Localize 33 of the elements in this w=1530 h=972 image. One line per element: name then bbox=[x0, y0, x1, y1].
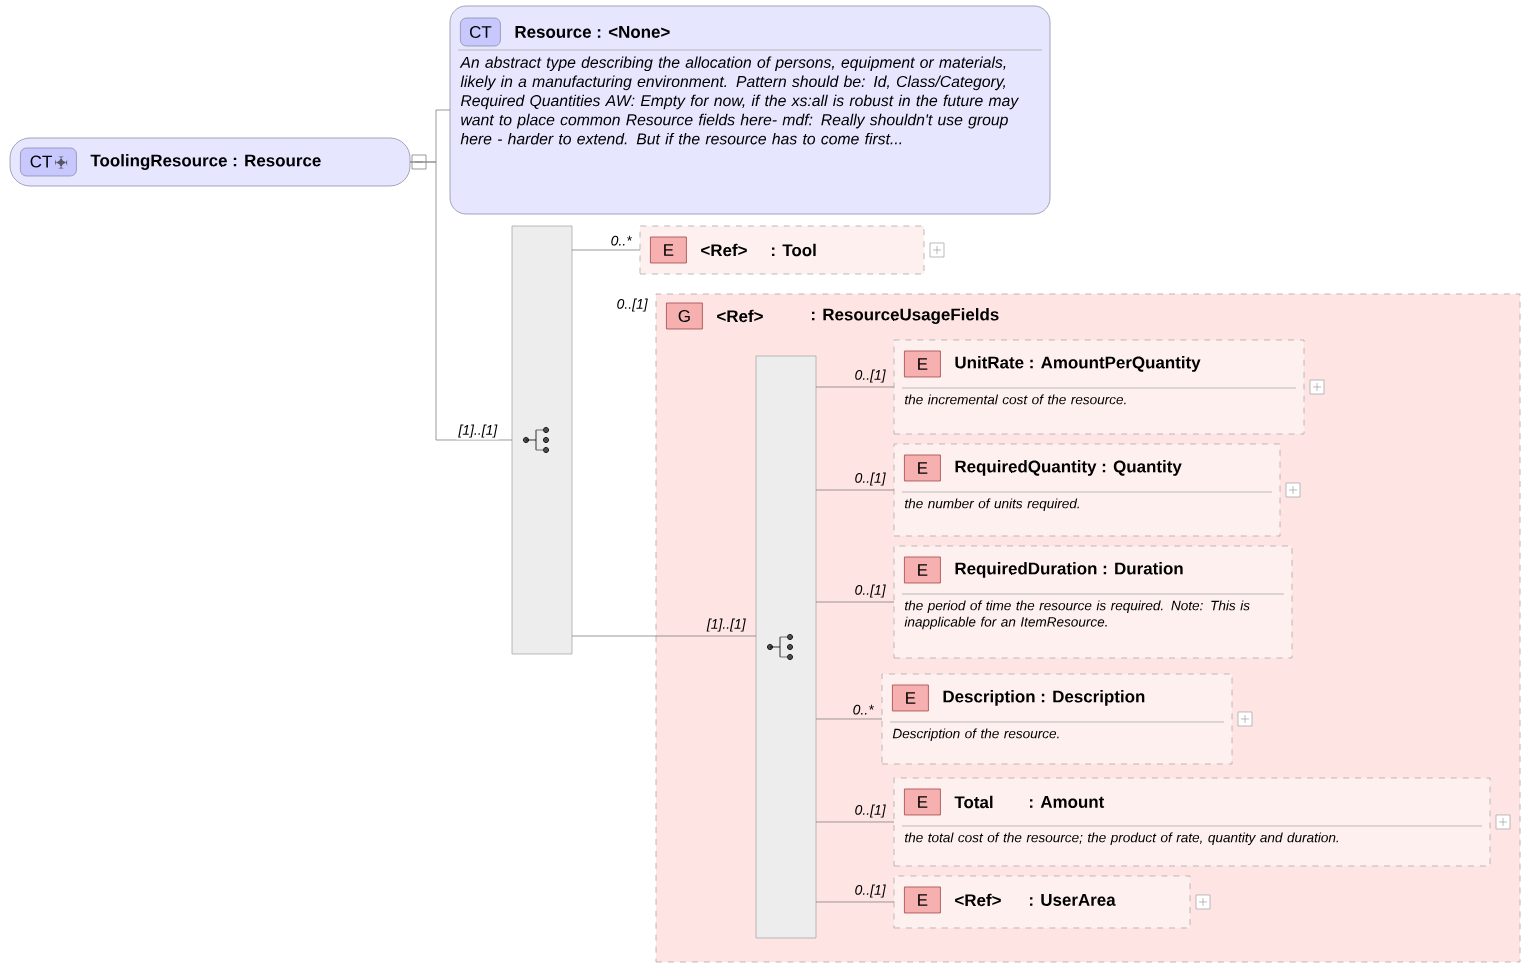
type-badge: E bbox=[904, 350, 941, 378]
connector-line bbox=[815, 601, 895, 603]
connector-line bbox=[815, 489, 895, 491]
type-name: : ResourceUsageFields bbox=[812, 308, 999, 324]
element-name: ToolingResource : Resource bbox=[90, 154, 321, 170]
connector-line bbox=[815, 718, 883, 720]
connector-line bbox=[815, 821, 895, 823]
element-name: <Ref> bbox=[955, 893, 1001, 907]
type-badge: E bbox=[892, 684, 929, 712]
element-name: RequiredQuantity : Quantity bbox=[955, 460, 1182, 476]
element-name: UnitRate : AmountPerQuantity bbox=[955, 356, 1201, 372]
type-badge: CT bbox=[460, 17, 501, 47]
element-name: RequiredDuration : Duration bbox=[955, 562, 1183, 578]
element-name: <Ref> bbox=[717, 309, 763, 323]
type-badge: E bbox=[904, 454, 941, 482]
connector-line bbox=[815, 901, 895, 903]
type-name: : UserArea bbox=[1030, 894, 1116, 906]
connector-line bbox=[571, 635, 757, 637]
type-badge: CT bbox=[20, 147, 77, 177]
type-badge: E bbox=[650, 236, 687, 264]
type-name: : Amount bbox=[1030, 796, 1105, 808]
type-name: : Tool bbox=[772, 243, 816, 257]
type-badge: G bbox=[666, 302, 703, 330]
connector-line bbox=[815, 386, 895, 388]
connector-line bbox=[571, 249, 641, 251]
element-name: Resource : <None> bbox=[515, 26, 670, 38]
element-name: Description : Description bbox=[943, 690, 1145, 706]
type-badge: E bbox=[904, 788, 941, 816]
connector-line bbox=[409, 161, 513, 441]
element-name: <Ref> bbox=[701, 243, 747, 257]
type-badge: E bbox=[904, 556, 941, 584]
element-name: Total bbox=[954, 795, 993, 809]
type-badge: E bbox=[904, 886, 941, 914]
